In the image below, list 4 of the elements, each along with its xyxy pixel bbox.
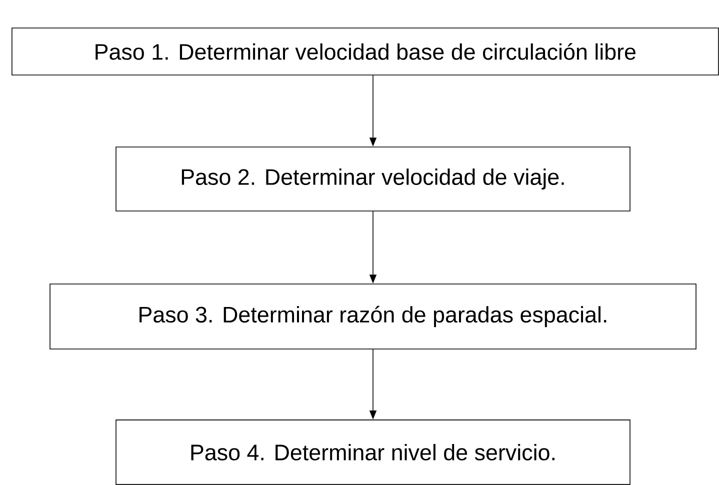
step-box: Paso 3. Determinar razón de paradas espacial.	[50, 284, 696, 350]
step-box: Paso 1. Determinar velocidad base de circulación libre	[12, 28, 719, 76]
step-box: Paso 4. Determinar nivel de servicio.	[116, 420, 630, 485]
step-box: Paso 2. Determinar velocidad de viaje.	[116, 146, 630, 212]
